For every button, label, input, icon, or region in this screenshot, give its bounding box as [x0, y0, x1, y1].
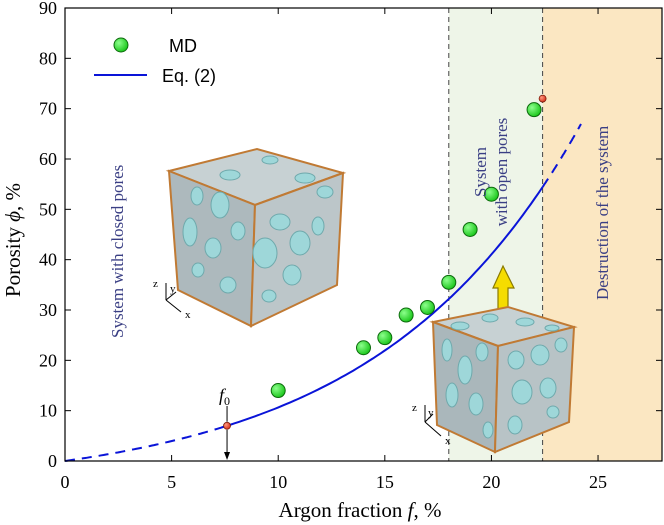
x-tick-label-1: 5 [167, 472, 176, 492]
y-tick-label-1: 10 [39, 401, 57, 421]
md-point-6 [462, 221, 478, 237]
md-point-7 [483, 186, 499, 202]
x-tick-label-5: 25 [589, 472, 607, 492]
legend-eq-label: Eq. (2) [162, 66, 216, 86]
open-pores-cube-inset: z y x [412, 264, 578, 454]
axis-x-label: x [445, 435, 451, 447]
f0-label: f0 [219, 385, 230, 408]
fit-curve-dashed-0 [64, 424, 228, 462]
legend-md-label: MD [169, 36, 197, 56]
axes: 0 5 10 15 20 25 0 10 20 30 40 50 60 70 80 90 [39, 0, 663, 492]
md-points [270, 102, 542, 399]
fit-curve-solid [226, 186, 544, 427]
md-point-1 [356, 340, 371, 356]
x-tick-label-4: 20 [482, 472, 500, 492]
axis-triad [165, 283, 182, 313]
md-point-0 [270, 383, 286, 399]
axis-z-label: z [153, 278, 158, 290]
legend: MD Eq. (2) [94, 36, 216, 86]
axis-z-label: z [412, 402, 417, 414]
region-label-open-line1: System [471, 147, 490, 197]
axis-y-label: y [170, 283, 176, 295]
special-markers: f0 [219, 94, 547, 460]
y-axis-title: Porosity ϕ, % [1, 183, 25, 297]
md-point-5 [441, 274, 457, 290]
pores [441, 313, 568, 439]
y-tick-label-9: 90 [39, 0, 57, 18]
y-tick-label-6: 60 [39, 149, 57, 169]
f0-arrow-head [224, 452, 231, 460]
y-tick-label-2: 20 [39, 350, 57, 370]
closed-pores-cube-inset: z y x [153, 147, 347, 328]
y-tick-label-8: 80 [39, 48, 57, 68]
fit-curve [64, 123, 582, 462]
fit-curve-dashed-1 [541, 123, 582, 188]
x-tick-label-2: 10 [269, 472, 287, 492]
x-tick-label-0: 0 [61, 472, 70, 492]
y-tick-label-0: 0 [48, 451, 57, 471]
region-label-closed: System with closed pores [108, 165, 127, 338]
pores [182, 155, 334, 303]
axis-y-label: y [428, 407, 434, 419]
y-tick-label-5: 50 [39, 199, 57, 219]
axis-x-label: x [185, 309, 191, 321]
md-point-4 [419, 299, 435, 315]
y-tick-label-7: 70 [39, 99, 57, 119]
y-tick-label-4: 40 [39, 250, 57, 270]
up-arrow [492, 264, 515, 319]
region-label-destruction: Destruction of the system [593, 126, 612, 300]
md-point-2 [377, 330, 393, 346]
md-point-8 [526, 102, 542, 118]
x-tick-label-3: 15 [376, 472, 394, 492]
plot-frame [64, 7, 663, 462]
red-marker-0 [223, 421, 231, 430]
region-label-open-line2: with open pores [492, 118, 511, 227]
axis-triad [424, 405, 442, 437]
x-axis-title: Argon fraction f, % [279, 498, 442, 522]
legend-md-marker [113, 37, 129, 53]
y-tick-label-3: 30 [39, 300, 57, 320]
red-marker-1 [538, 94, 547, 103]
md-point-3 [398, 307, 414, 323]
